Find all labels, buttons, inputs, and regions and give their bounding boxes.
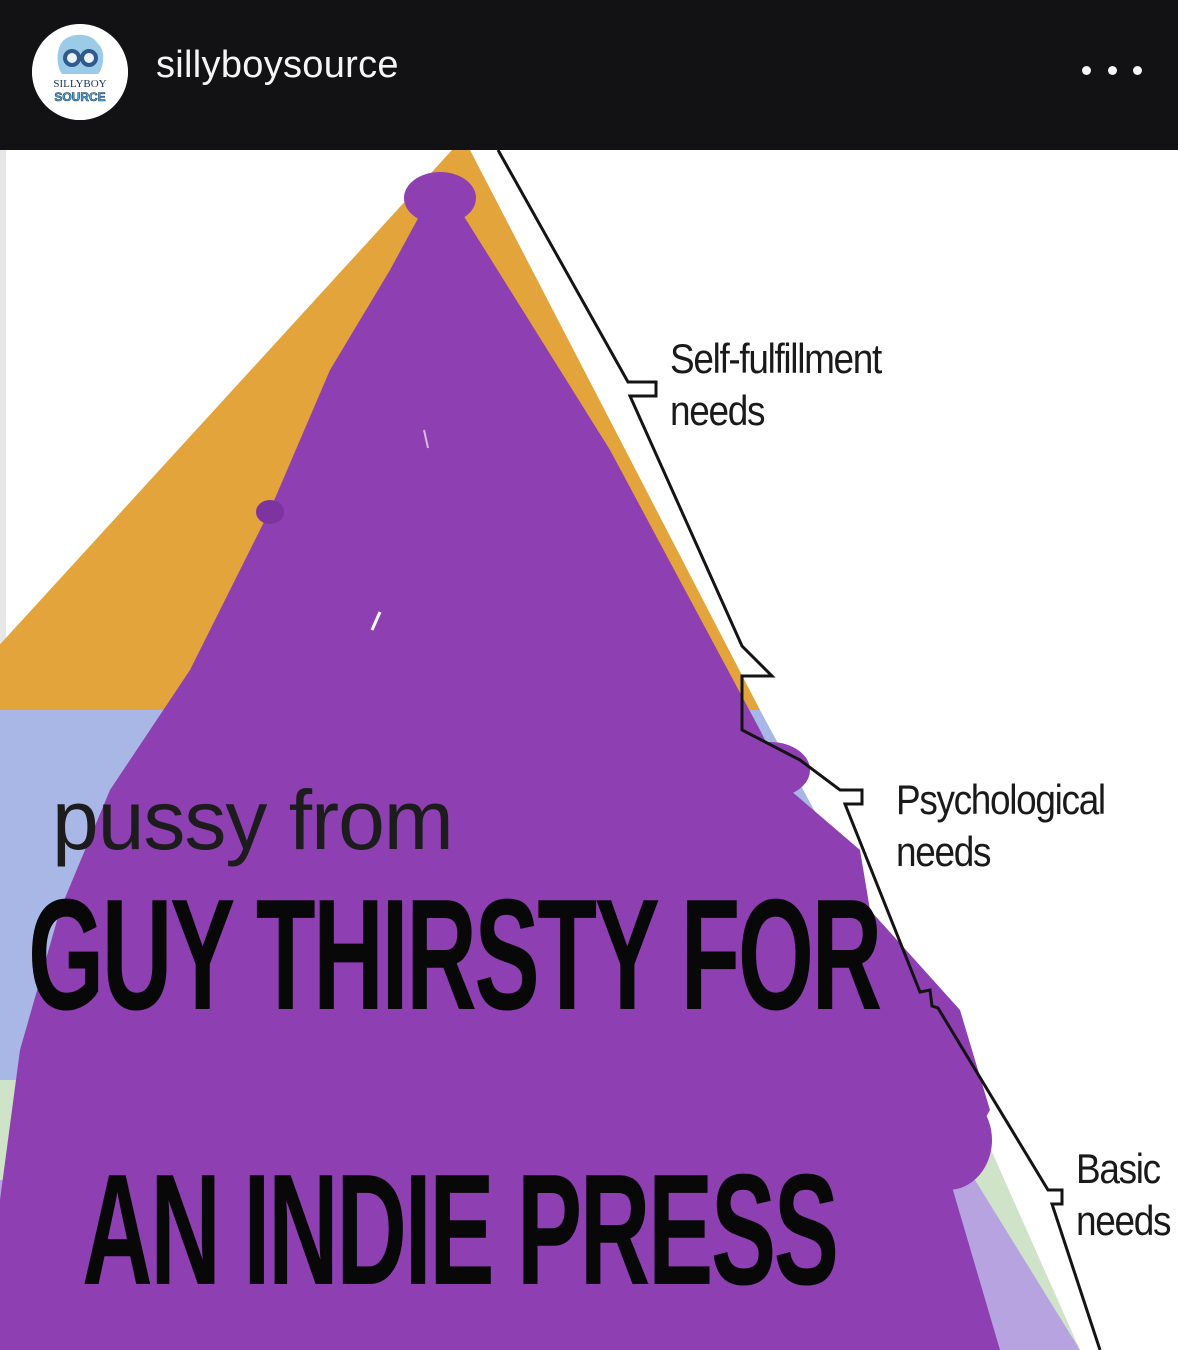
pyramid-graphic [0,150,1102,1350]
more-options-icon[interactable] [1082,52,1142,88]
post-header: SILLYBOY SOURCE sillyboysource [0,0,1178,150]
post-image: Self-fulfillment needs Psychological nee… [0,150,1178,1350]
avatar-logo: SILLYBOY SOURCE [32,24,128,120]
avatar[interactable]: SILLYBOY SOURCE [32,24,128,120]
svg-text:SILLYBOY: SILLYBOY [53,78,106,90]
username[interactable]: sillyboysource [156,44,399,86]
caption-line-1: GUY THIRSTY FOR [28,867,882,1043]
basic-needs-label: Basic needs [1076,1145,1171,1244]
overlay-text: pussy from [52,773,454,867]
self-fulfillment-label: Self-fulfillment needs [670,335,882,434]
psychological-label: Psychological needs [896,776,1106,875]
caption-line-2: AN INDIE PRESS [82,1142,839,1318]
svg-text:SOURCE: SOURCE [54,90,105,104]
